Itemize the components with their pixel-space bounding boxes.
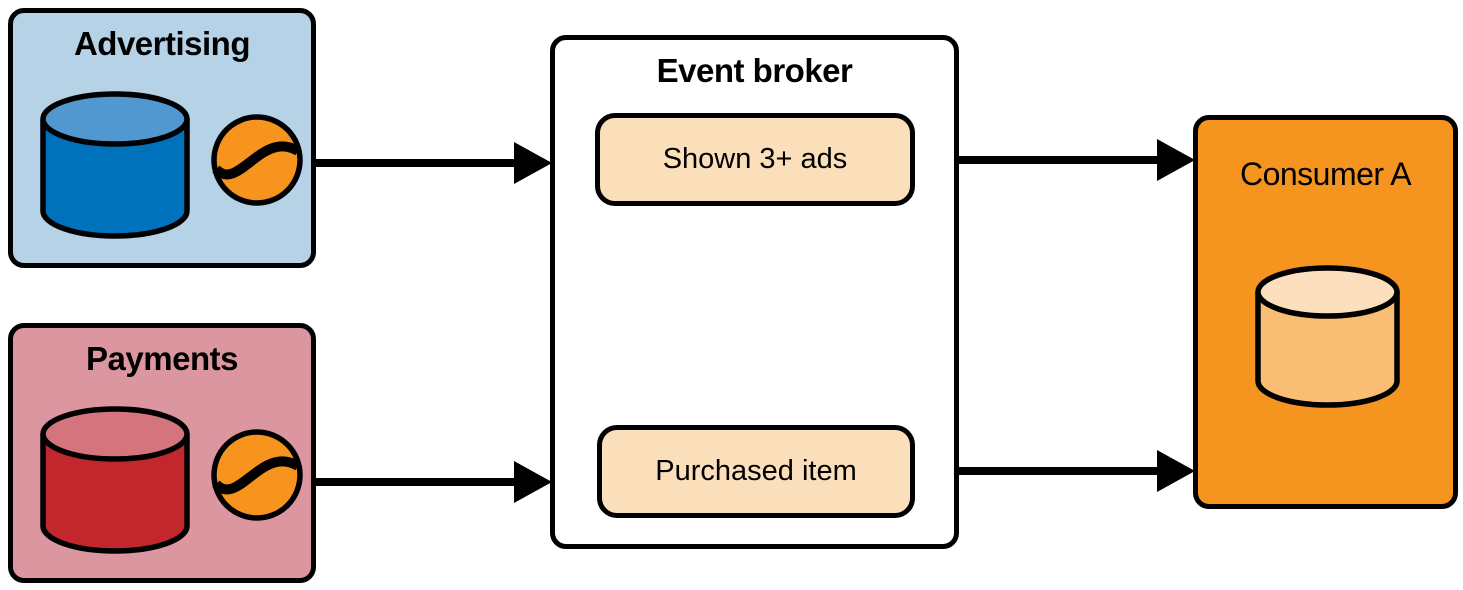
event-broker-box: Event broker Shown 3+ ads Purchased item bbox=[550, 35, 959, 549]
arrow-payments-to-broker bbox=[316, 461, 552, 503]
payments-title: Payments bbox=[86, 340, 238, 377]
payments-box: Payments bbox=[8, 323, 316, 583]
event-broker-title: Event broker bbox=[656, 52, 853, 89]
advertising-event-stream-icon bbox=[211, 114, 303, 206]
payments-event-stream-icon bbox=[211, 429, 303, 521]
topic-purchased-item: Purchased item bbox=[597, 425, 915, 518]
advertising-database-icon bbox=[40, 91, 190, 239]
topic-shown-3-plus-ads-label: Shown 3+ ads bbox=[662, 143, 848, 175]
arrow-advertising-to-broker bbox=[316, 142, 552, 184]
advertising-title: Advertising bbox=[73, 25, 251, 62]
arrow-broker-to-consumer-top bbox=[959, 139, 1195, 181]
topic-purchased-item-label: Purchased item bbox=[655, 455, 857, 487]
consumer-a-title: Consumer A bbox=[1239, 156, 1412, 192]
consumer-database-icon bbox=[1255, 265, 1400, 408]
advertising-box: Advertising bbox=[8, 8, 316, 268]
arrow-broker-to-consumer-bottom bbox=[959, 450, 1195, 492]
payments-database-icon bbox=[40, 406, 190, 554]
topic-shown-3-plus-ads: Shown 3+ ads bbox=[595, 113, 915, 206]
consumer-a-box: Consumer A bbox=[1193, 115, 1458, 509]
